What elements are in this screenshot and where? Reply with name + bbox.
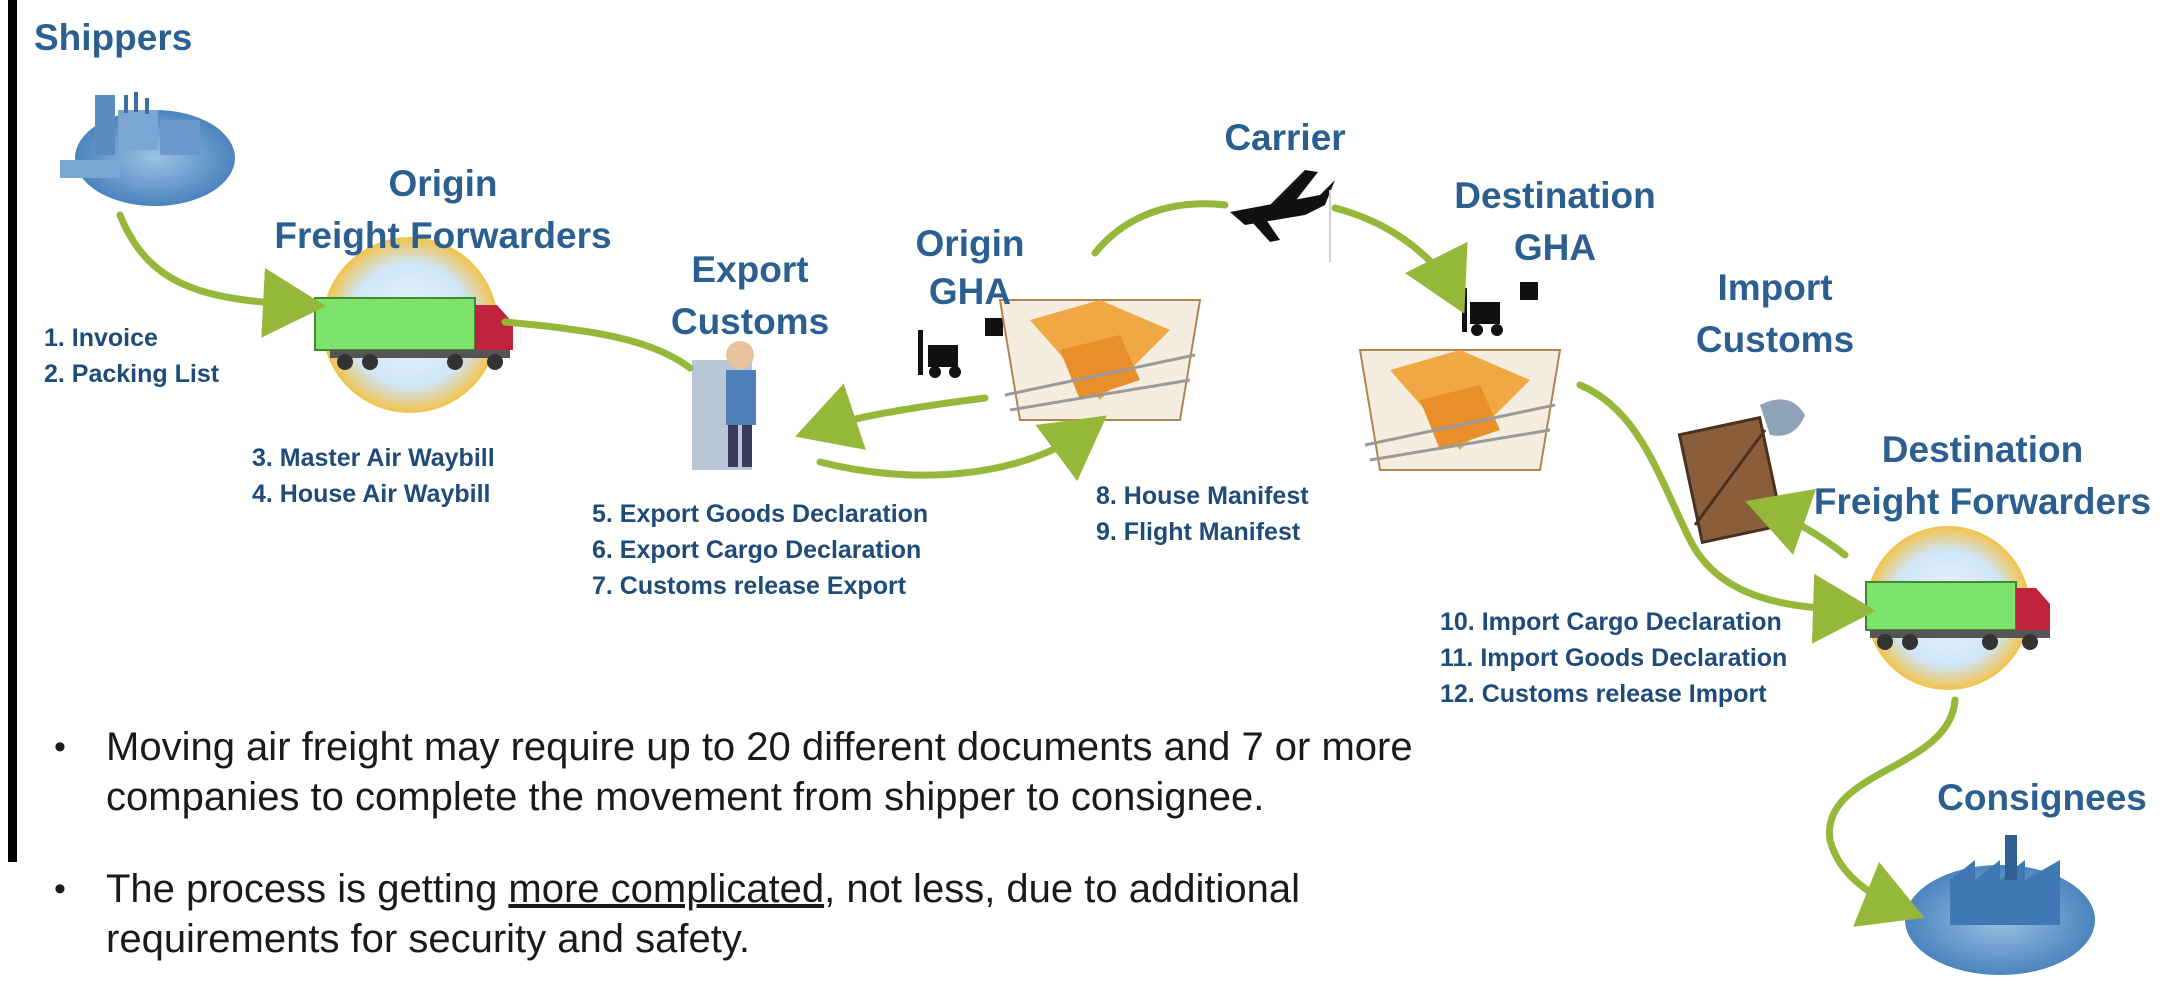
destination-warehouse-icon [1358, 349, 1562, 471]
bullet-documents: Moving air freight may require up to 20 … [54, 722, 1514, 822]
step-item: 11. Import Goods Declaration [1440, 644, 1788, 672]
origin-forklift-icon [918, 318, 1003, 378]
arrow-destination-ff-to-consignees [1826, 696, 1959, 927]
node-import-customs-line2: Customs [1695, 319, 1855, 360]
node-export-customs: Export Customs [650, 244, 850, 348]
arrow-customs-to-origin-gha [816, 415, 1107, 482]
shippers-factory-icon [60, 92, 235, 206]
step-item: 5. Export Goods Declaration [592, 500, 929, 528]
bullet-complexity: The process is getting more complicated,… [54, 864, 1514, 964]
step-item: 7. Customs release Export [592, 572, 907, 600]
bullet-complexity-pre: The process is getting [106, 867, 509, 911]
origin-truck-icon [314, 237, 513, 413]
customs-officer-icon [692, 341, 756, 470]
bullet-complexity-post: , not less, due to additional requiremen… [106, 867, 1300, 961]
step-item: 12. Customs release Import [1440, 680, 1767, 708]
node-origin-ff-line2: Freight Forwarders [274, 215, 612, 256]
arrow-origin-gha-to-customs [795, 383, 989, 450]
arrow-destination-gha-to-destination-ff [1576, 381, 1876, 644]
step-item: 8. House Manifest [1096, 482, 1309, 510]
airplane-icon [1230, 170, 1335, 262]
node-carrier: Carrier [1224, 117, 1346, 158]
arrow-shippers-to-origin-ff [116, 211, 326, 338]
node-destination-gha-line2: GHA [1513, 227, 1597, 268]
node-destination-gha: Destination GHA [1410, 170, 1700, 274]
origin-warehouse-icon [998, 299, 1202, 421]
node-origin-gha-line1: Origin [915, 223, 1025, 264]
flow-arrows [116, 200, 1959, 927]
left-accent-bar [8, 0, 17, 862]
node-consignees: Consignees [1937, 777, 2147, 818]
steps-waybills: 3. Master Air Waybill 4. House Air Waybi… [252, 440, 495, 512]
step-item: 1. Invoice [44, 324, 158, 352]
step-item: 2. Packing List [44, 360, 220, 388]
steps-shipper-documents: 1. Invoice 2. Packing List [44, 320, 219, 392]
arrow-origin-gha-to-carrier [1091, 200, 1229, 257]
node-export-customs-line1: Export [691, 249, 809, 290]
arrow-destination-ff-to-import-customs [1745, 488, 1849, 559]
steps-export-declarations: 5. Export Goods Declaration 6. Export Ca… [592, 496, 928, 604]
step-item: 6. Export Cargo Declaration [592, 536, 922, 564]
step-item: 3. Master Air Waybill [252, 444, 495, 472]
arrow-origin-ff-to-export-customs [501, 318, 694, 372]
step-item: 10. Import Cargo Declaration [1440, 608, 1782, 636]
node-destination-ff-line2: Freight Forwarders [1813, 481, 2152, 522]
bullet-complexity-underline: more complicated [508, 867, 825, 911]
node-origin-ff-line1: Origin [388, 163, 498, 204]
node-origin-freight-forwarders: Origin Freight Forwarders [248, 158, 638, 262]
node-origin-gha-line2: GHA [928, 271, 1012, 312]
node-origin-gha: Origin GHA [890, 220, 1050, 316]
destination-forklift-icon [1462, 282, 1538, 336]
step-item: 4. House Air Waybill [252, 480, 491, 508]
node-destination-ff-line1: Destination [1881, 429, 2084, 470]
freight-flow-graphics [60, 92, 2095, 975]
node-destination-freight-forwarders: Destination Freight Forwarders [1790, 424, 2175, 528]
steps-import-declarations: 10. Import Cargo Declaration 11. Import … [1440, 604, 1787, 712]
arrow-carrier-to-destination-gha [1331, 204, 1468, 314]
summary-bullets: Moving air freight may require up to 20 … [54, 722, 1514, 1006]
node-export-customs-line2: Customs [670, 301, 830, 342]
node-shippers: Shippers [34, 17, 193, 58]
node-import-customs: Import Customs [1680, 262, 1870, 366]
consignees-factory-icon [1905, 835, 2095, 975]
step-item: 9. Flight Manifest [1096, 518, 1301, 546]
node-destination-gha-line1: Destination [1454, 175, 1656, 216]
steps-manifests: 8. House Manifest 9. Flight Manifest [1096, 478, 1309, 550]
node-import-customs-line1: Import [1717, 267, 1833, 308]
destination-truck-icon [1865, 526, 2050, 690]
